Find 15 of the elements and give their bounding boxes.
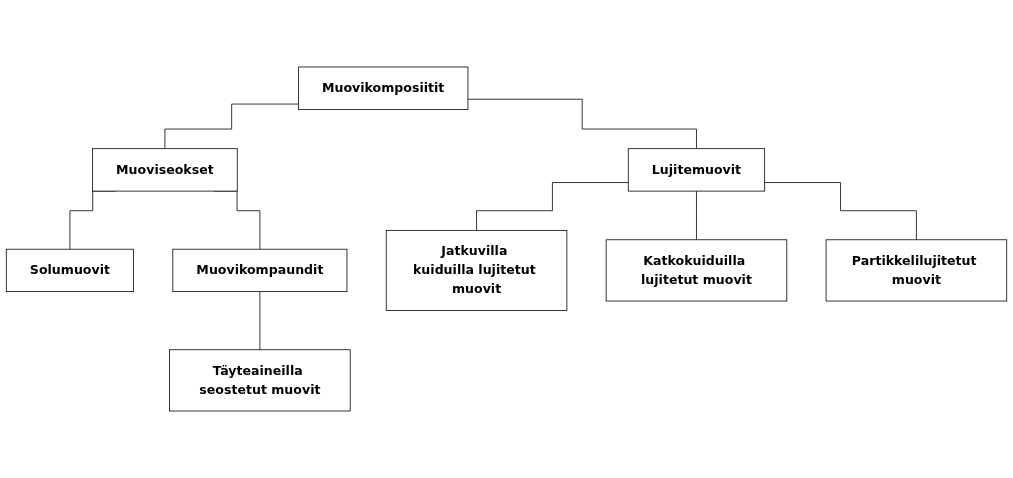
node-box: Muovikomposiitit [298, 66, 469, 110]
connector [696, 190, 697, 241]
node-box: Lujitemuovit [627, 148, 766, 192]
node-box: Jatkuvilla kuiduilla lujitetut muovit [385, 229, 568, 311]
node-box: Muoviseokset [92, 148, 238, 192]
node-box: Täyteaineilla seostetut muovit [169, 349, 351, 412]
connector [259, 291, 261, 351]
connector [467, 98, 697, 150]
node-box: Solumuovit [5, 248, 134, 292]
node-box: Muovikompaundit [172, 248, 348, 292]
node-box: Partikkelilujitetut muovit [825, 239, 1008, 302]
connector [476, 182, 629, 231]
connector [764, 182, 917, 241]
connector [164, 103, 299, 150]
node-box: Katkokuiduilla lujitetut muovit [605, 239, 788, 302]
